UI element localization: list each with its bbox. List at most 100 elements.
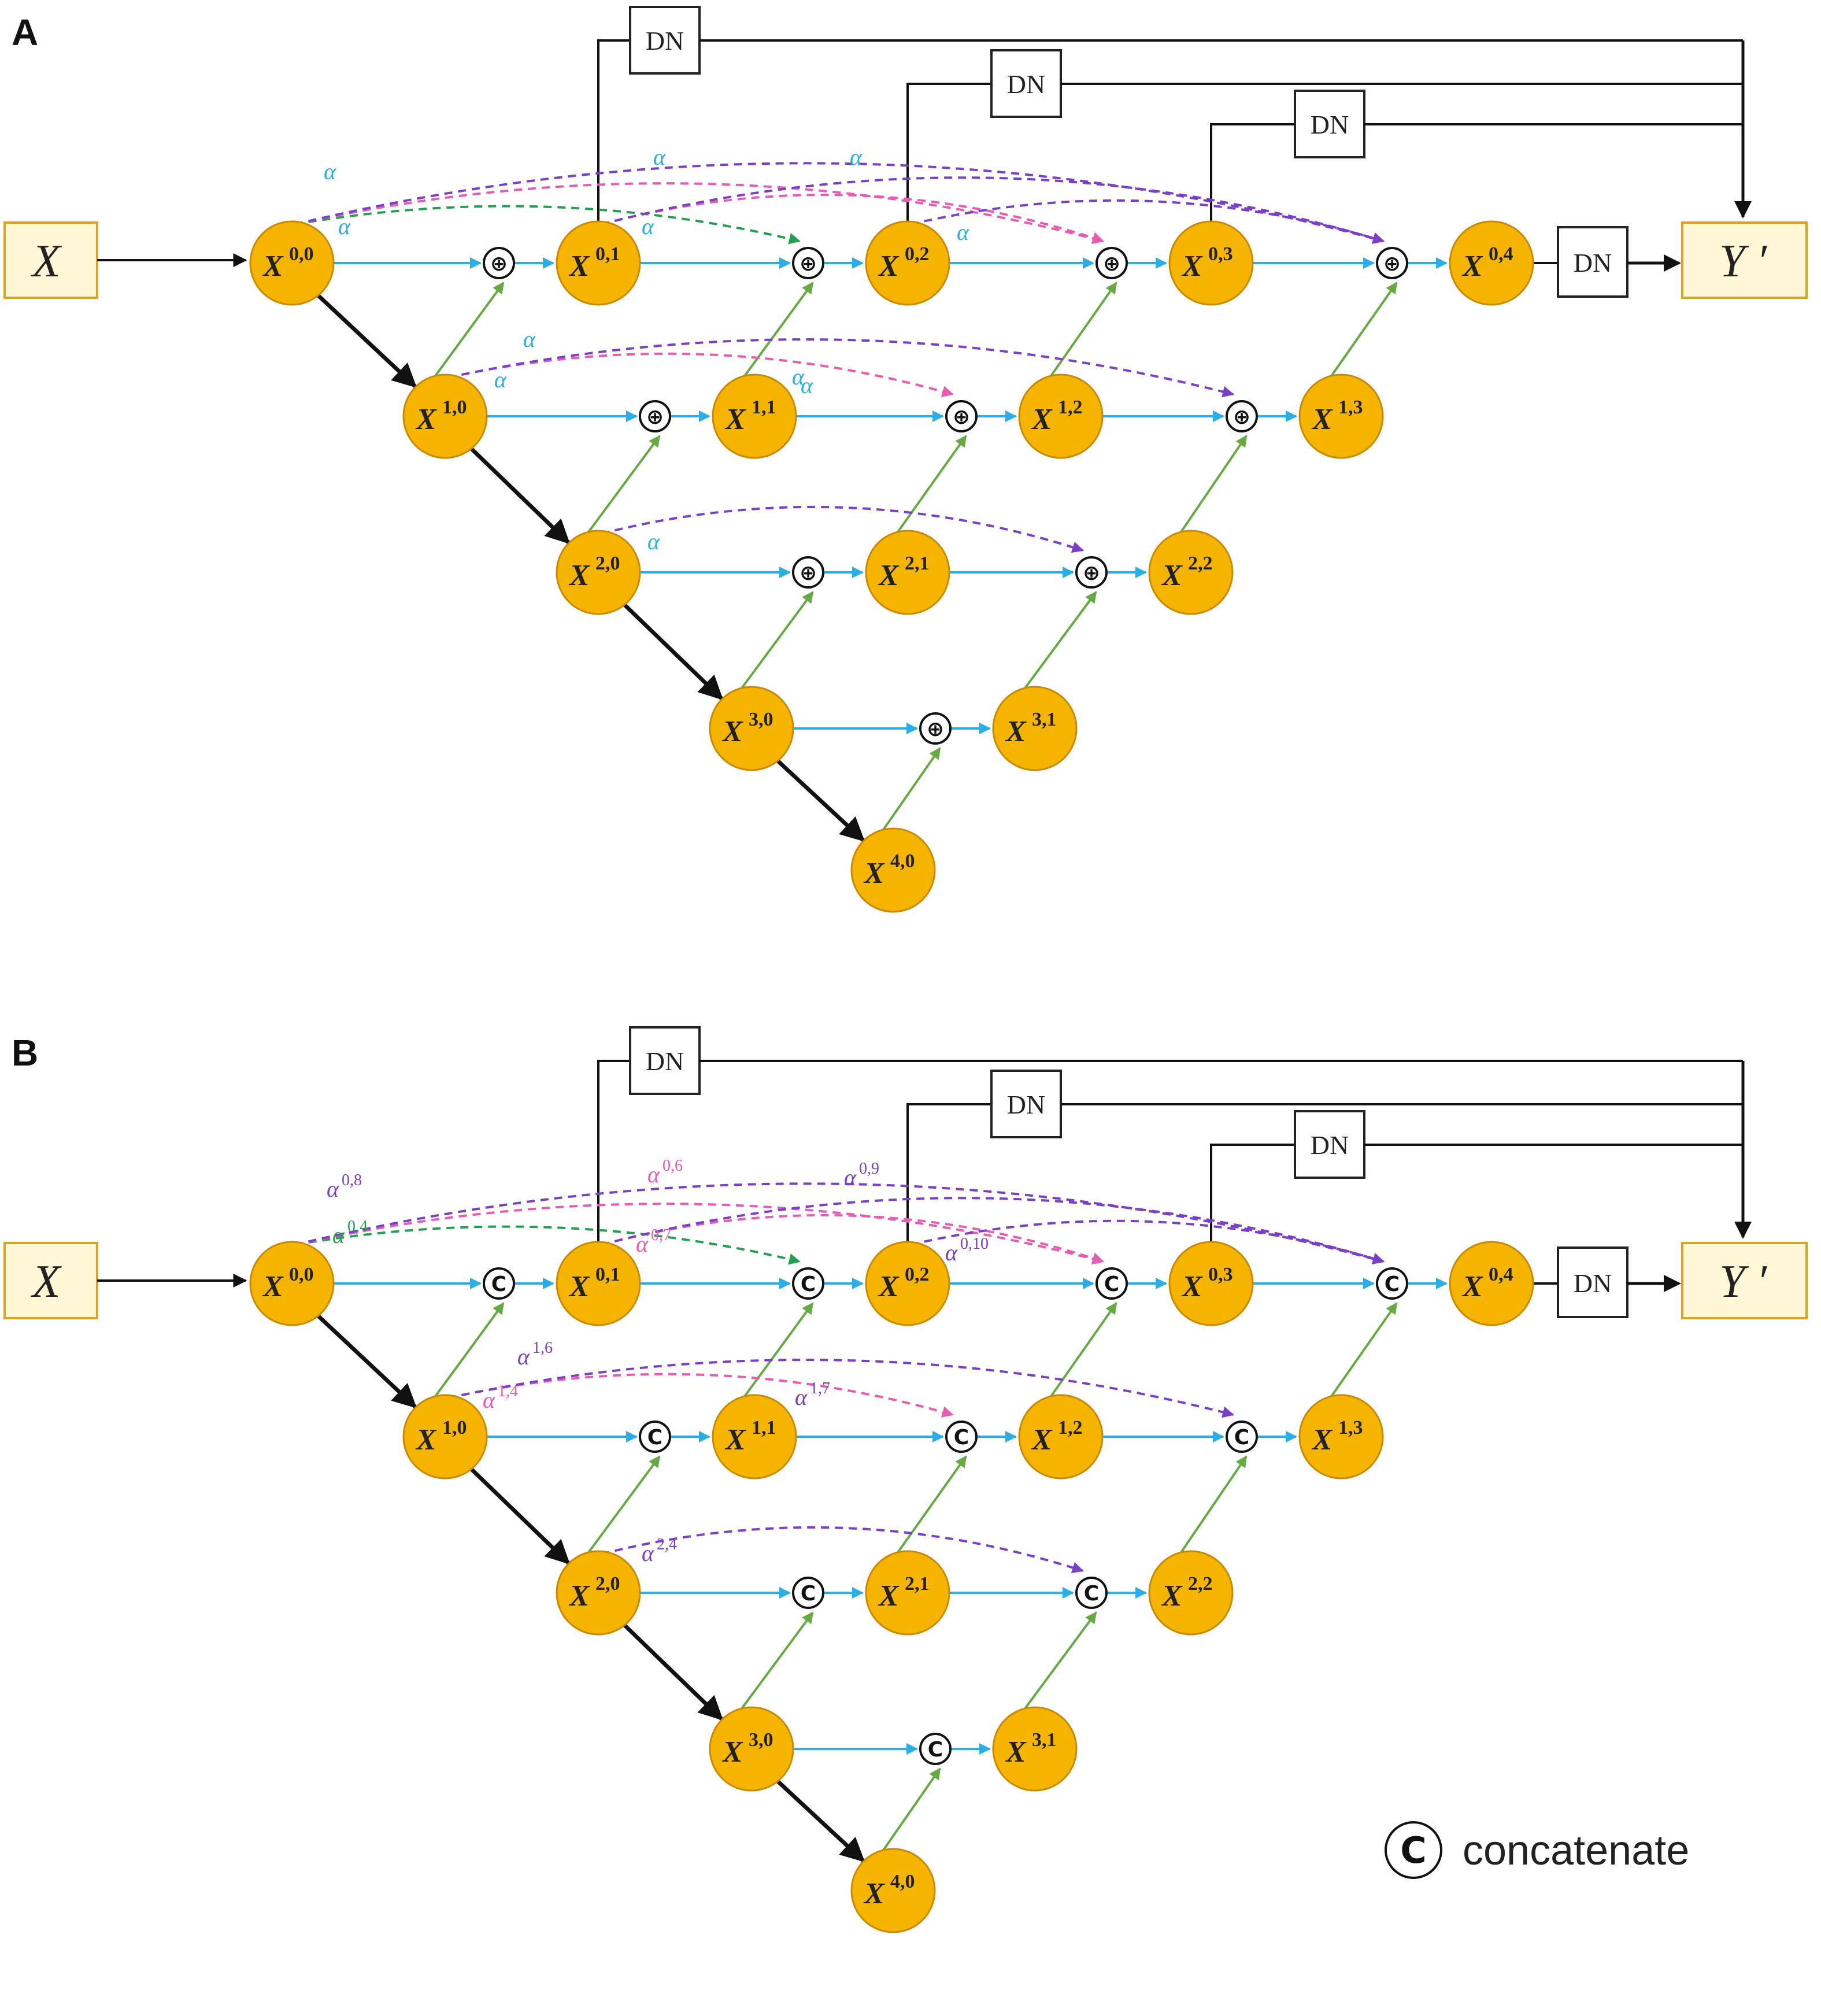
down-arrow bbox=[775, 1778, 865, 1863]
node-x-1-0 bbox=[402, 1394, 488, 1479]
alpha-superscript: 1,4 bbox=[498, 1382, 518, 1400]
concatenate-icon bbox=[1075, 1577, 1108, 1609]
node-superscript: 0,4 bbox=[1489, 243, 1513, 265]
legend: C concatenate bbox=[1385, 1821, 1689, 1879]
node-label: X bbox=[568, 559, 590, 592]
skip-connection-arc bbox=[294, 1225, 801, 1265]
node-superscript: 0,4 bbox=[1489, 1264, 1513, 1285]
skip-connection-arc bbox=[294, 205, 801, 245]
add-icon bbox=[1075, 556, 1108, 589]
alpha-weight-label: α bbox=[338, 213, 351, 239]
add-icon bbox=[1376, 247, 1408, 279]
node-superscript: 3,1 bbox=[1032, 709, 1057, 730]
operator-glyph: C bbox=[801, 1273, 816, 1296]
alpha-weight-label: α bbox=[483, 1387, 495, 1413]
up-arrow bbox=[1330, 282, 1398, 378]
node-superscript: 0,2 bbox=[905, 243, 930, 265]
output-label: Y ′ bbox=[1719, 1256, 1767, 1307]
operator-glyph: ⊕ bbox=[927, 717, 944, 741]
alpha-weight-label: α bbox=[653, 144, 666, 170]
dn-label: DN bbox=[1007, 1090, 1045, 1119]
node-label: X bbox=[568, 1579, 590, 1612]
operator-glyph: ⊕ bbox=[1103, 252, 1120, 276]
panel-label: B bbox=[12, 1032, 38, 1074]
node-label: X bbox=[724, 403, 746, 436]
skip-connection-arc bbox=[601, 1197, 1385, 1264]
node-superscript: 0,0 bbox=[289, 1264, 314, 1285]
node-superscript: 1,3 bbox=[1338, 397, 1363, 418]
node-x-1-0 bbox=[402, 373, 488, 459]
operator-glyph: C bbox=[954, 1426, 969, 1449]
node-superscript: 4,0 bbox=[890, 850, 915, 872]
node-superscript: 2,1 bbox=[905, 553, 930, 574]
dn-path bbox=[906, 83, 991, 221]
dn-path bbox=[1210, 123, 1295, 221]
node-x-3-1 bbox=[992, 686, 1078, 771]
up-arrow bbox=[1049, 1302, 1117, 1398]
node-label: X bbox=[721, 1736, 743, 1769]
down-arrow bbox=[775, 758, 865, 842]
node-superscript: 3,1 bbox=[1032, 1729, 1057, 1751]
add-icon bbox=[919, 712, 952, 745]
node-label: X bbox=[262, 1270, 284, 1303]
node-superscript: 2,1 bbox=[905, 1573, 930, 1595]
alpha-superscript: 1,7 bbox=[810, 1379, 830, 1397]
up-arrow bbox=[1330, 1302, 1398, 1398]
node-label: X bbox=[568, 250, 590, 283]
node-superscript: 1,2 bbox=[1058, 397, 1083, 418]
dn-box bbox=[629, 1026, 701, 1095]
skip-connection-arc bbox=[447, 352, 954, 397]
dn-box bbox=[1294, 1110, 1365, 1179]
input-box bbox=[3, 221, 98, 299]
operator-glyph: C bbox=[647, 1426, 662, 1449]
operator-glyph: ⊕ bbox=[800, 561, 817, 585]
up-arrow bbox=[434, 282, 505, 378]
node-x-3-0 bbox=[709, 686, 794, 771]
operator-glyph: C bbox=[1104, 1273, 1119, 1296]
up-arrow bbox=[1049, 282, 1117, 378]
dn-label: DN bbox=[646, 1046, 684, 1076]
alpha-weight-label: α bbox=[850, 144, 863, 170]
node-x-1-3 bbox=[1298, 1394, 1384, 1479]
dn-path bbox=[1210, 1144, 1295, 1242]
node-x-1-1 bbox=[712, 373, 797, 459]
alpha-weight-label: α bbox=[332, 1222, 345, 1248]
node-x-0-4 bbox=[1449, 220, 1534, 306]
node-superscript: 1,2 bbox=[1058, 1417, 1083, 1438]
skip-connection-arc bbox=[447, 338, 1234, 398]
node-x-0-0 bbox=[249, 220, 335, 306]
node-x-2-2 bbox=[1148, 1550, 1234, 1636]
alpha-weight-label: α bbox=[642, 213, 654, 239]
up-arrow bbox=[743, 282, 814, 378]
alpha-superscript: 1,6 bbox=[532, 1339, 553, 1357]
up-arrow bbox=[1023, 591, 1097, 690]
skip-connection-arc bbox=[447, 1359, 1234, 1418]
skip-connection-arc bbox=[294, 1182, 1385, 1264]
skip-connection-arc bbox=[601, 193, 1104, 243]
operator-glyph: ⊕ bbox=[953, 405, 970, 429]
node-superscript: 1,1 bbox=[752, 397, 776, 418]
alpha-superscript: 0,9 bbox=[859, 1160, 879, 1178]
node-label: X bbox=[724, 1423, 746, 1456]
node-superscript: 1,0 bbox=[442, 397, 467, 418]
node-x-0-1 bbox=[556, 220, 641, 306]
alpha-weight-label: α bbox=[844, 1164, 857, 1190]
alpha-weight-label: α bbox=[795, 1384, 808, 1410]
node-x-3-0 bbox=[709, 1706, 794, 1792]
node-label: X bbox=[863, 1877, 885, 1910]
node-x-1-3 bbox=[1298, 373, 1384, 459]
node-superscript: 4,0 bbox=[890, 1871, 915, 1892]
node-superscript: 3,0 bbox=[749, 709, 773, 730]
operator-glyph: C bbox=[1234, 1426, 1249, 1449]
up-arrow bbox=[743, 1302, 814, 1398]
up-arrow bbox=[882, 747, 941, 831]
legend-symbol: C bbox=[1400, 1829, 1427, 1871]
node-label: X bbox=[1005, 1736, 1027, 1769]
node-label: X bbox=[1031, 1423, 1053, 1456]
node-superscript: 0,3 bbox=[1208, 243, 1233, 265]
alpha-weight-label: α bbox=[957, 219, 969, 245]
skip-connection-arc bbox=[601, 176, 1385, 244]
